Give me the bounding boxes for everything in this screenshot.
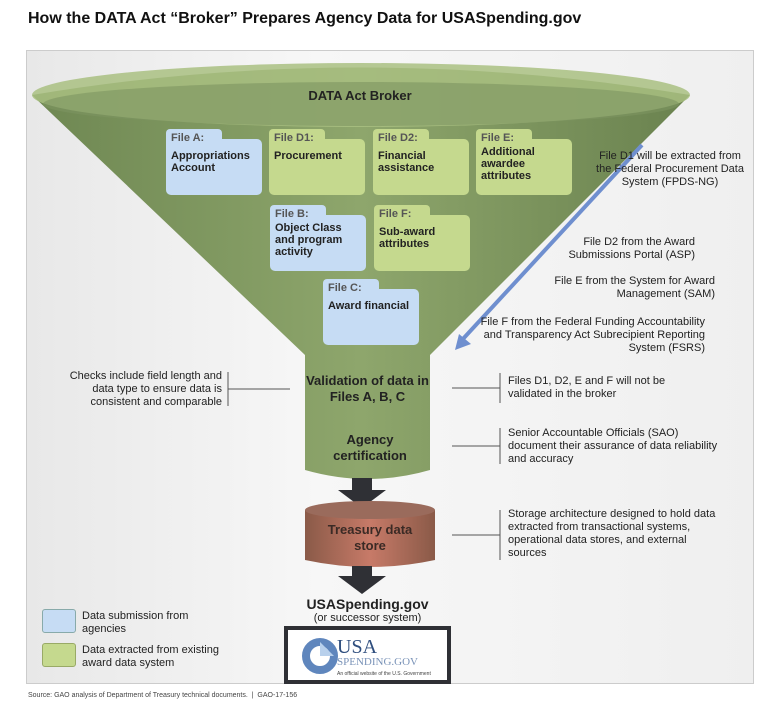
file-label: File D1: bbox=[274, 132, 314, 144]
file-f: File F: Sub-award attributes bbox=[374, 205, 470, 271]
treasury-cylinder bbox=[305, 503, 435, 567]
validation-right-note: Files D1, D2, E and F will not be valida… bbox=[508, 375, 666, 400]
file-label: File D2: bbox=[378, 132, 418, 144]
file-d2: File D2: Financial assistance bbox=[373, 129, 469, 195]
file-desc: Sub-award attributes bbox=[379, 226, 436, 250]
source-note: Source: GAO analysis of Department of Tr… bbox=[28, 692, 298, 699]
down-arrow-icon bbox=[338, 566, 386, 594]
logo-spending: SPENDING.GOV bbox=[337, 656, 418, 668]
treasury-label: Treasury data store bbox=[327, 522, 413, 553]
file-label: File C: bbox=[328, 282, 362, 294]
legend-existing-label: Data extracted from existing award data … bbox=[82, 644, 219, 669]
destination-sub: (or successor system) bbox=[313, 612, 422, 624]
validation-left-note: Checks include field length and data typ… bbox=[69, 370, 222, 408]
file-desc: Financial assistance bbox=[378, 150, 435, 174]
note-f: File F from the Federal Funding Accounta… bbox=[480, 316, 705, 354]
file-d1: File D1: Procurement bbox=[269, 129, 365, 195]
note-d1: File D1 will be extracted from the Feder… bbox=[596, 150, 744, 188]
extraction-arrow bbox=[460, 143, 644, 342]
legend-existing-folder-icon bbox=[42, 643, 76, 667]
file-label: File B: bbox=[275, 208, 309, 220]
logo-usa: USA bbox=[337, 636, 378, 658]
file-desc: Appropriations Account bbox=[171, 150, 250, 174]
file-e: File E: Additional awardee attributes bbox=[476, 129, 572, 195]
logo-tagline: An official website of the U.S. Governme… bbox=[337, 671, 431, 677]
broker-label: DATA Act Broker bbox=[308, 88, 412, 103]
page-title: How the DATA Act “Broker” Prepares Agenc… bbox=[28, 10, 582, 27]
logo-frame bbox=[284, 626, 451, 684]
file-desc: Additional awardee attributes bbox=[481, 146, 535, 182]
legend-agency-label: Data submission from agencies bbox=[82, 610, 189, 635]
file-b: File B: Object Class and program activity bbox=[270, 205, 366, 271]
note-d2: File D2 from the Award Submissions Porta… bbox=[568, 236, 695, 261]
file-c: File C: Award financial bbox=[323, 279, 419, 345]
destination-label: USASpending.gov bbox=[306, 596, 429, 612]
validation-label: Validation of data in Files A, B, C bbox=[306, 373, 429, 404]
file-desc: Procurement bbox=[274, 150, 342, 162]
file-desc: Award financial bbox=[328, 300, 410, 312]
note-e: File E from the System for Award Managem… bbox=[554, 275, 715, 300]
legend-agency-folder-icon bbox=[42, 609, 76, 633]
file-desc: Object Class and program activity bbox=[275, 222, 343, 258]
certification-note: Senior Accountable Officials (SAO) docum… bbox=[508, 427, 718, 465]
certification-label: Agency certification bbox=[333, 432, 407, 463]
file-label: File A: bbox=[171, 132, 205, 144]
file-a: File A: Appropriations Account bbox=[166, 129, 262, 195]
down-arrow-icon bbox=[338, 478, 386, 508]
treasury-note: Storage architecture designed to hold da… bbox=[508, 508, 716, 559]
file-label: File E: bbox=[481, 132, 515, 144]
file-label: File F: bbox=[379, 208, 412, 220]
